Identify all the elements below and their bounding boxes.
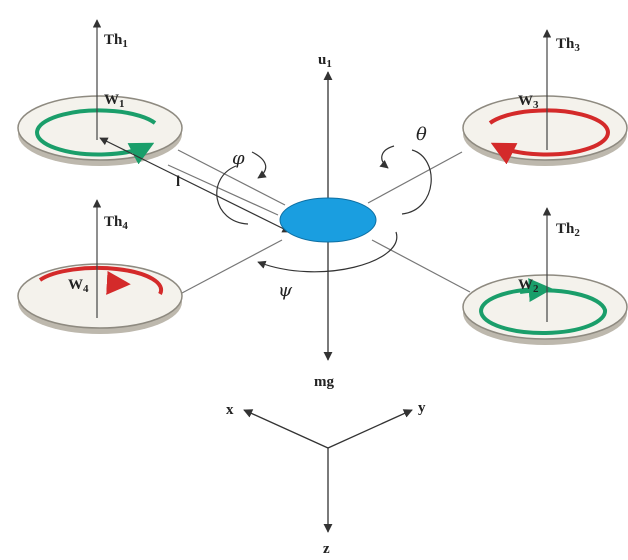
speed-label-1: W1 bbox=[104, 92, 125, 110]
arm-rear-left bbox=[181, 239, 283, 294]
quadrotor-body bbox=[279, 197, 377, 243]
arm-front-right bbox=[367, 151, 463, 204]
phi-label: φ bbox=[232, 148, 245, 169]
phi-rotation-arrow bbox=[216, 151, 266, 225]
thrust-label-1: Th1 bbox=[104, 32, 128, 50]
x-axis-arrow bbox=[243, 409, 329, 449]
z-axis-label: z bbox=[323, 541, 330, 557]
u1-label: u1 bbox=[318, 52, 332, 70]
arm-length-label: l bbox=[176, 174, 180, 190]
spin-arrow-front-right bbox=[488, 108, 610, 165]
rotor-rear-left bbox=[17, 263, 183, 334]
spin-arrow-rear-right bbox=[479, 287, 608, 335]
thrust-label-2: Th2 bbox=[556, 221, 580, 239]
speed-label-3: W3 bbox=[518, 93, 539, 111]
rotor-front-right bbox=[462, 95, 628, 166]
y-axis-label: y bbox=[418, 400, 426, 416]
speed-label-4: W4 bbox=[68, 277, 89, 295]
thrust-label-4: Th4 bbox=[104, 214, 128, 232]
theta-rotation-arrow bbox=[382, 145, 432, 215]
x-axis-label: x bbox=[226, 402, 234, 418]
arm-length-arrow bbox=[99, 137, 291, 233]
coordinate-axes bbox=[243, 409, 413, 533]
rotor-rear-right bbox=[462, 274, 628, 345]
thrust-label-3: Th3 bbox=[556, 36, 580, 54]
arm-rear-right bbox=[371, 239, 471, 293]
spin-arrow-rear-left bbox=[38, 265, 164, 295]
arm-front-left bbox=[167, 149, 286, 216]
speed-label-2: W2 bbox=[518, 277, 539, 295]
rotor-front-left bbox=[17, 95, 183, 166]
mg-label: mg bbox=[314, 374, 334, 390]
theta-label: θ bbox=[416, 124, 427, 145]
psi-rotation-arrow bbox=[257, 231, 398, 273]
y-axis-arrow bbox=[327, 409, 413, 449]
psi-label: ψ bbox=[278, 280, 293, 301]
